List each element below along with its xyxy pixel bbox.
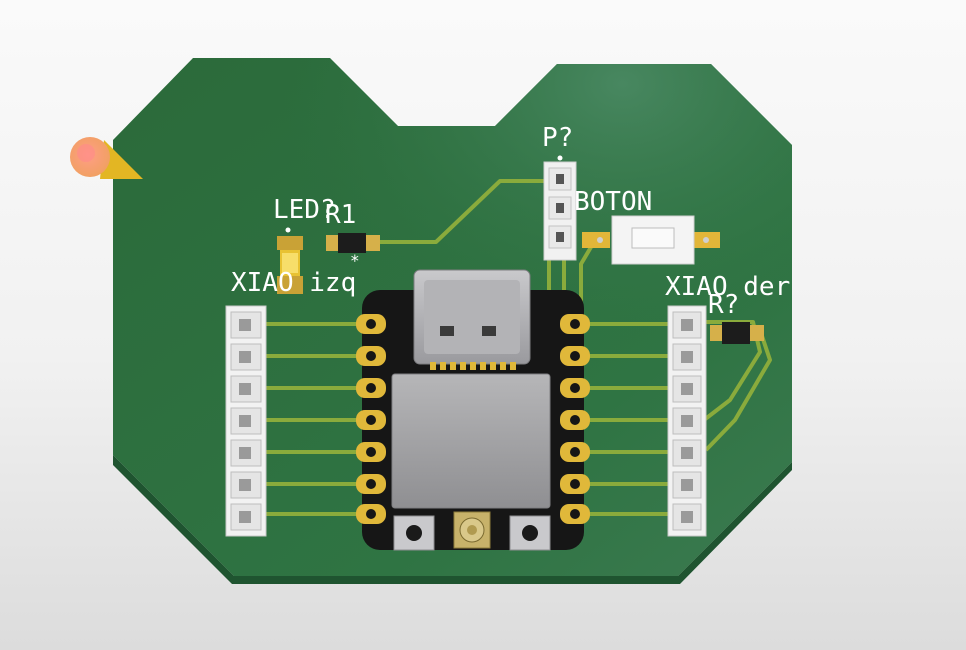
svg-text:*: *: [350, 251, 360, 270]
silkscreen-labels: LED? R1 XIAO izq P? BOTON XIAO der R?: [231, 123, 790, 320]
header-left[interactable]: [225, 305, 267, 537]
label-r-right: R?: [708, 290, 739, 320]
header-right[interactable]: [667, 305, 707, 537]
label-r1: R1: [325, 200, 356, 230]
resistor-r-right[interactable]: [710, 322, 764, 344]
antenna-connector: [453, 511, 491, 549]
label-p: P?: [542, 123, 573, 153]
boot-button: [509, 515, 551, 551]
rf-shield: [391, 373, 551, 509]
label-boton: BOTON: [574, 187, 652, 217]
connector-p[interactable]: [543, 155, 577, 261]
origin-marker-icon: [70, 137, 143, 179]
usb-c-connector: [413, 269, 531, 370]
reset-button: [393, 515, 435, 551]
button-switch[interactable]: [582, 215, 720, 265]
label-xiao-left: XIAO izq: [231, 268, 356, 298]
xiao-module[interactable]: [356, 269, 590, 551]
label-led: LED?: [273, 195, 336, 225]
label-xiao-right: XIAO der: [665, 272, 790, 302]
resistor-r1[interactable]: *: [326, 233, 380, 270]
led-component[interactable]: [277, 227, 303, 295]
